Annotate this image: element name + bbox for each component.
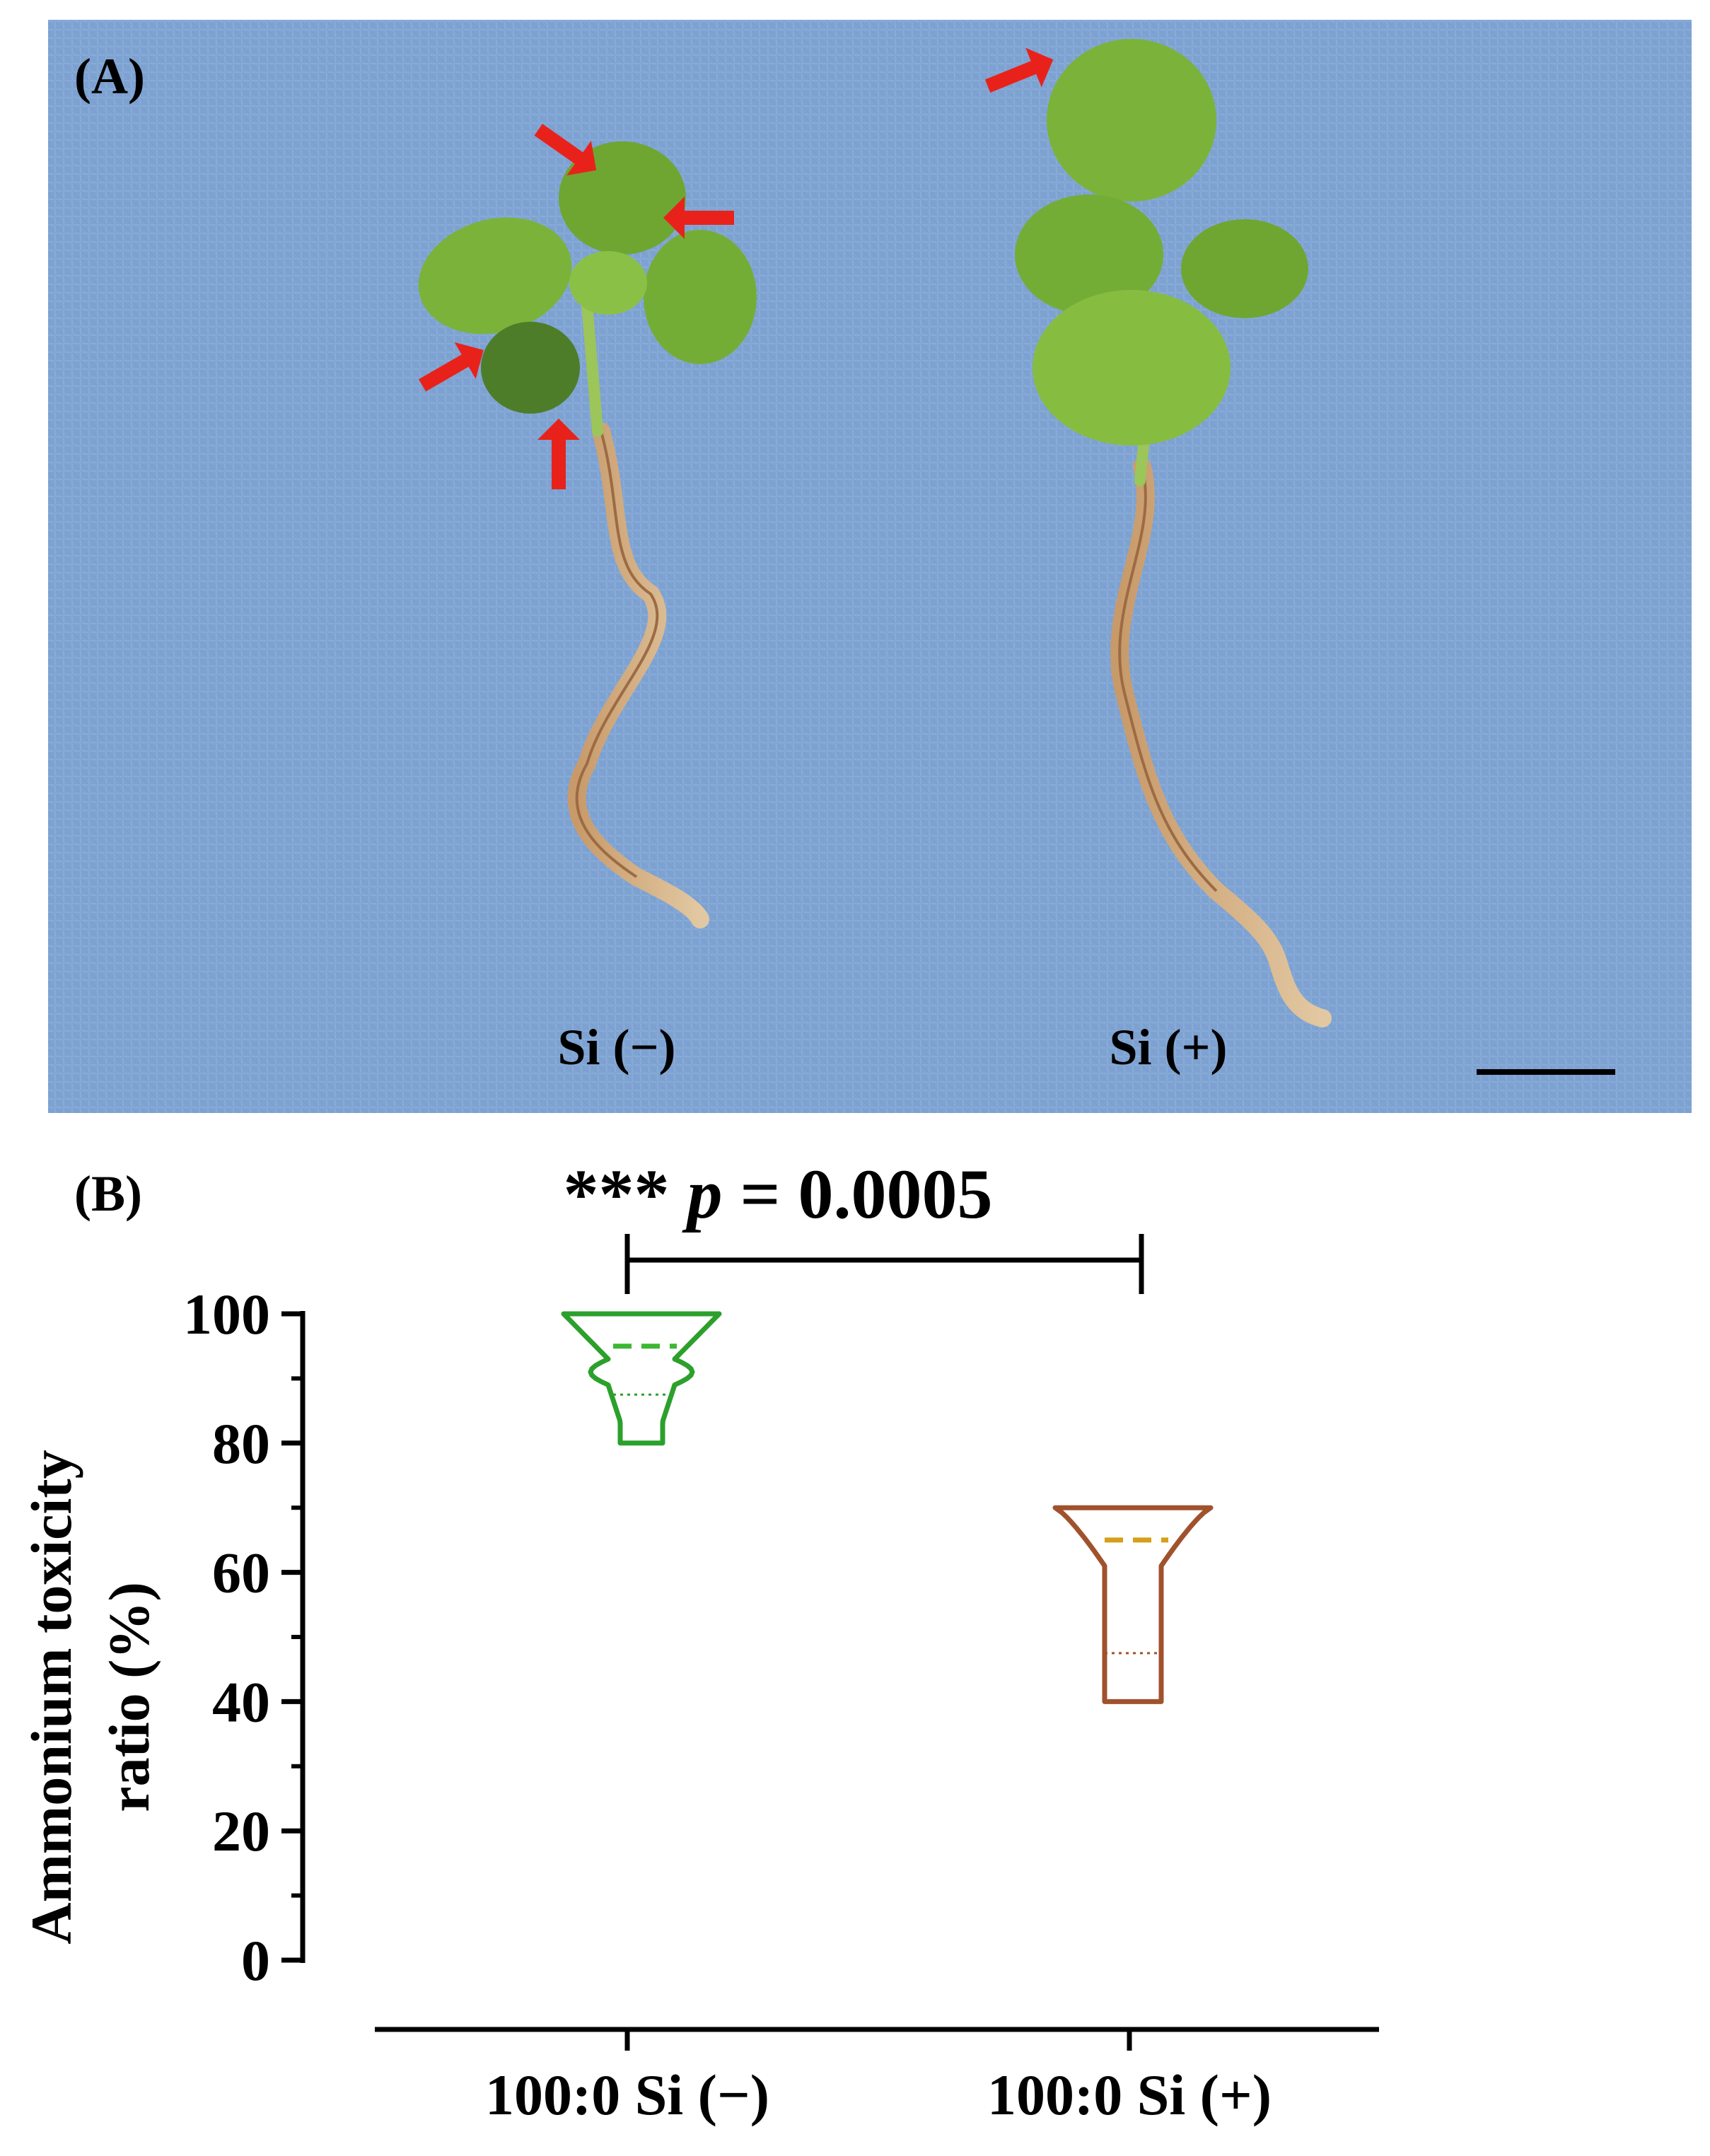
leaf [644,230,757,364]
arrow-icon [537,419,580,489]
leaf [1047,39,1216,202]
root-detail [1118,466,1218,892]
violins [561,1311,1214,1704]
arrow-icon [663,197,734,239]
cloth-background [48,20,1692,1113]
x-tick-label: 100:0 Si (−) [485,2063,769,2127]
panel-a-label: (A) [74,48,145,105]
y-label-line1: Ammonium toxicity [19,1450,83,1944]
leaf [569,251,647,315]
arrow-icon [419,342,484,392]
y-tick-label: 20 [212,1799,270,1863]
y-label-line2: ratio (%) [97,1582,161,1812]
leaf [418,217,572,334]
scale-bar [1477,1069,1615,1075]
plant-si-minus [418,141,757,928]
x-axis: 100:0 Si (−) 100:0 Si (+) [375,2027,1379,2127]
significance-bracket [624,1234,1144,1294]
plant-label-si-plus: Si (+) [1109,1019,1227,1076]
y-tick-label: 40 [212,1670,270,1734]
photo-panel: (A) Si (−) Si (+) [48,20,1692,1113]
chart-panel: (B) *** p = 0.0005 Ammonium toxicity rat… [19,1155,1379,2127]
p-symbol: p [682,1155,723,1233]
arrow-icon [984,47,1054,93]
significance-label: *** p = 0.0005 [564,1155,993,1233]
leaf [1181,219,1308,318]
panel-b-label: (B) [74,1165,142,1222]
plant-si-plus [1015,39,1332,1027]
violin-0 [561,1311,722,1446]
stem [581,298,603,437]
y-tick-label: 80 [212,1411,270,1476]
arrow-icon [534,124,597,176]
root-detail [575,431,659,878]
leaf [1015,194,1163,315]
y-tick-label: 60 [212,1541,270,1605]
x-tick-label: 100:0 Si (+) [987,2063,1272,2127]
plant-label-si-minus: Si (−) [557,1019,675,1076]
significance-stars: *** [564,1155,670,1233]
y-tick-label: 0 [241,1928,270,1993]
leaf [1033,290,1231,445]
p-value: = 0.0005 [723,1155,993,1233]
damaged-leaf [481,322,580,414]
y-axis-label: Ammonium toxicity ratio (%) [19,1450,161,1944]
y-axis: 0 20 40 60 80 100 [183,1282,306,1993]
violin-1 [1052,1505,1214,1704]
damage-arrows [419,47,1054,489]
y-tick-label: 100 [183,1282,270,1346]
